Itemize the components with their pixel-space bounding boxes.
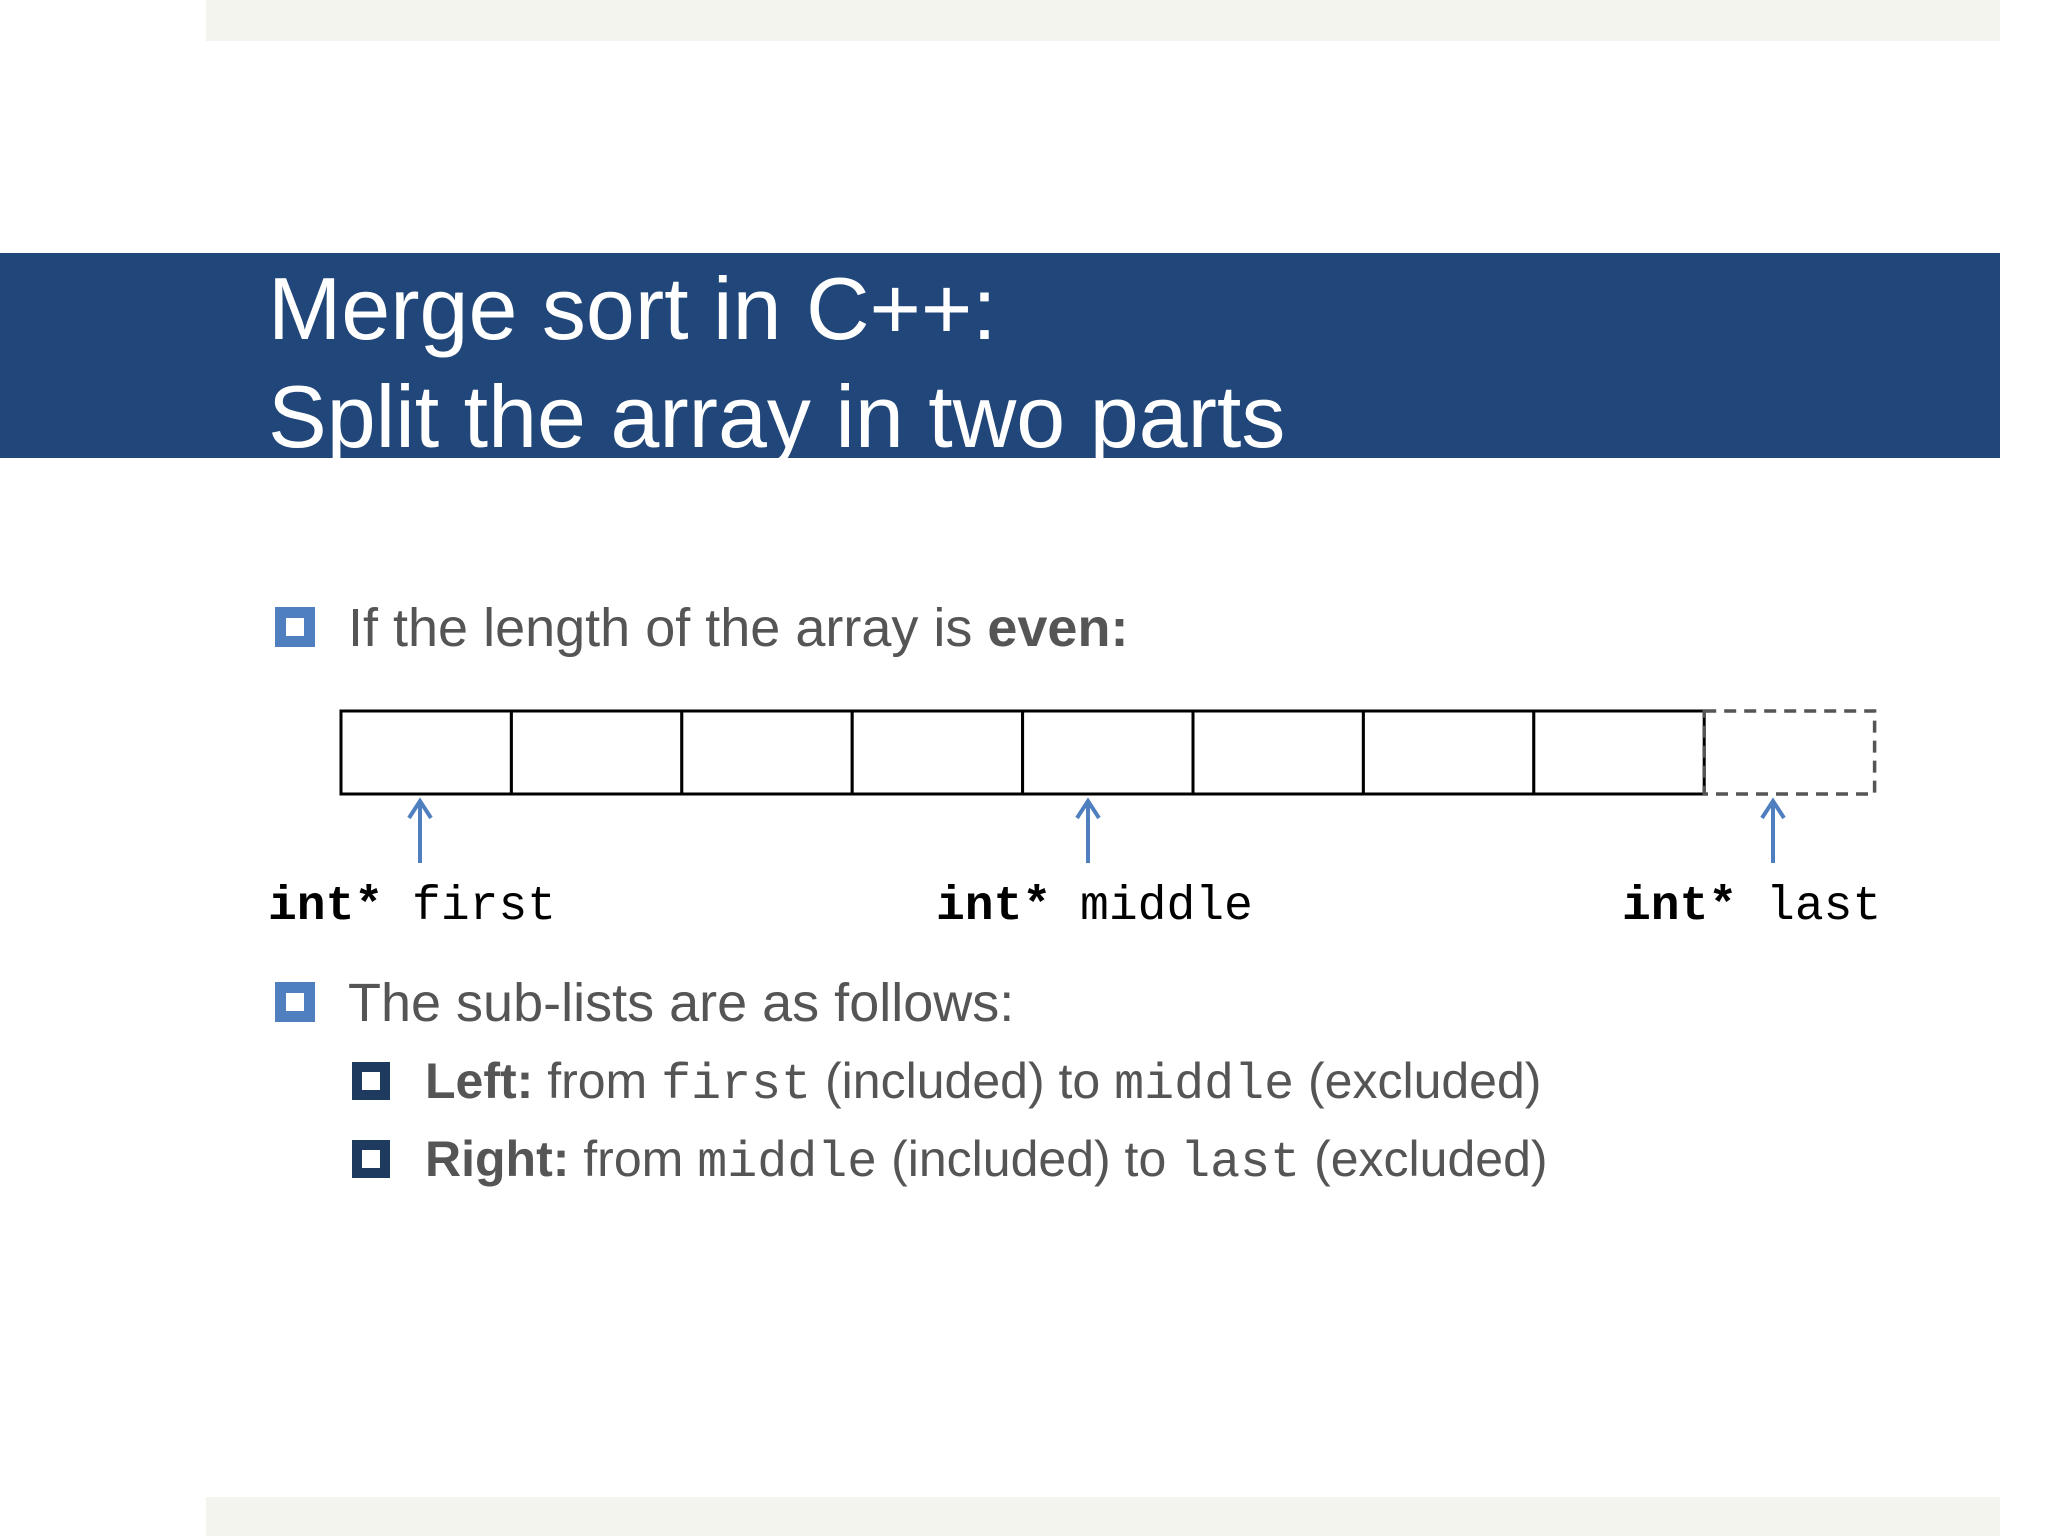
- array-cell: [509, 709, 684, 796]
- bullet-even-bold: even:: [987, 598, 1129, 658]
- bottom-band: [206, 1497, 2000, 1536]
- sub-left-from: from: [533, 1053, 662, 1109]
- arrow-up-icon: [1760, 797, 1786, 863]
- bullet-even-text: If the length of the array is even:: [348, 596, 1128, 660]
- pointer-last-name: last: [1766, 880, 1882, 934]
- sub-left-included: (included) to: [811, 1053, 1115, 1109]
- pointer-first-type: int*: [268, 880, 384, 934]
- sub-bullet-left: Left: from first (included) to middle (e…: [425, 1051, 1541, 1116]
- sub-left-end-code: middle: [1114, 1057, 1295, 1114]
- array-diagram: [339, 709, 1877, 863]
- pointer-arrows: [407, 797, 1786, 863]
- title-line-2: Split the array in two parts: [268, 367, 1286, 466]
- pointer-last-type: int*: [1622, 880, 1738, 934]
- pointer-label-first: int* first: [268, 879, 556, 935]
- array-cells: [339, 709, 1877, 796]
- array-cell: [850, 709, 1025, 796]
- pointer-middle-type: int*: [936, 880, 1052, 934]
- slide-title: Merge sort in C++: Split the array in tw…: [268, 255, 1285, 471]
- sub-right-end-code: last: [1180, 1135, 1301, 1192]
- sub-right-from: from: [569, 1131, 698, 1187]
- sub-right-bold: Right:: [425, 1131, 570, 1187]
- sub-bullet-square-icon: [352, 1140, 390, 1178]
- title-line-1: Merge sort in C++:: [268, 259, 997, 358]
- array-cell: [1191, 709, 1365, 796]
- top-band: [206, 0, 2000, 41]
- arrow-up-icon: [1075, 797, 1101, 863]
- sub-bullet-square-icon: [352, 1062, 390, 1100]
- sub-bullet-right: Right: from middle (included) to last (e…: [425, 1129, 1548, 1194]
- pointer-label-middle: int* middle: [936, 879, 1253, 935]
- pointer-middle-name: middle: [1080, 880, 1253, 934]
- sub-right-start-code: middle: [697, 1135, 878, 1192]
- arrow-up-icon: [407, 797, 433, 863]
- array-cell-past-end: [1702, 709, 1877, 796]
- sub-right-excluded: (excluded): [1300, 1131, 1548, 1187]
- sub-left-start-code: first: [661, 1057, 812, 1114]
- title-bar: [0, 253, 2000, 458]
- sub-left-excluded: (excluded): [1294, 1053, 1542, 1109]
- bullet-square-icon: [275, 982, 315, 1022]
- bullet-even-plain: If the length of the array is: [348, 598, 988, 658]
- array-cell: [1532, 709, 1706, 796]
- array-cell: [1361, 709, 1536, 796]
- sub-right-included: (included) to: [877, 1131, 1181, 1187]
- array-cell: [1021, 709, 1195, 796]
- array-cell: [680, 709, 854, 796]
- pointer-label-last: int* last: [1622, 879, 1881, 935]
- bullet-sublists-text: The sub-lists are as follows:: [348, 973, 1015, 1033]
- pointer-first-name: first: [412, 880, 557, 934]
- bullet-square-icon: [275, 607, 315, 647]
- array-cell: [339, 709, 513, 796]
- sub-left-bold: Left:: [425, 1053, 534, 1109]
